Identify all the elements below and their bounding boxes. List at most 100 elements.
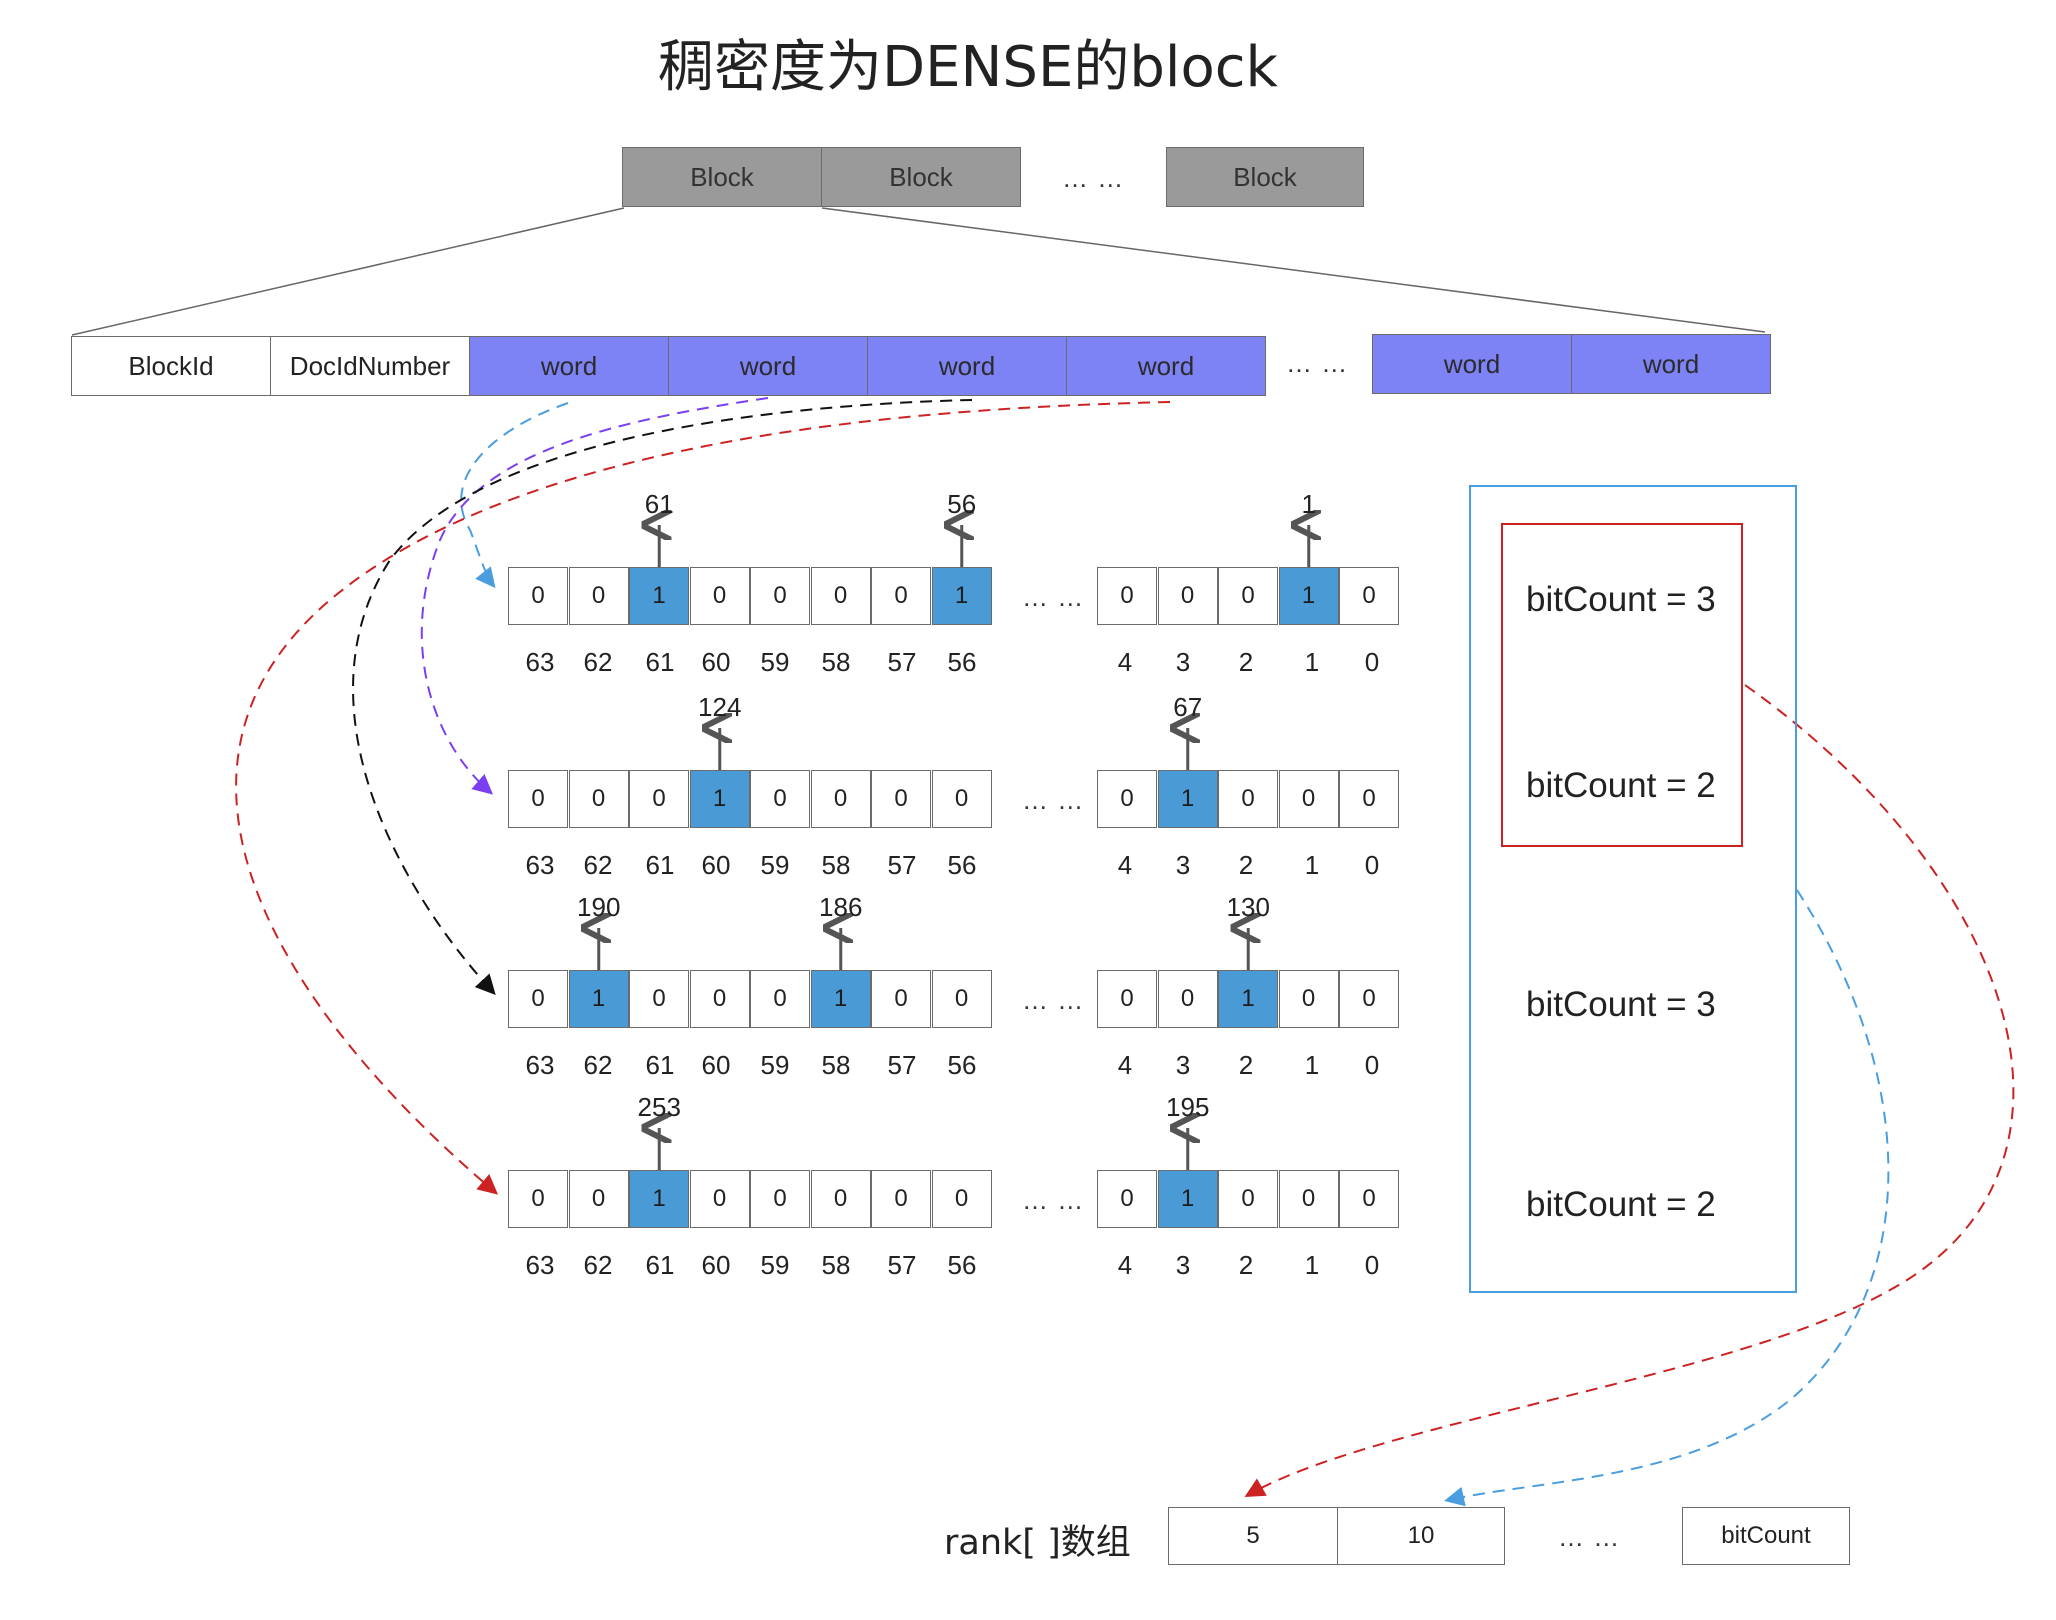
bit-position-label: 57 bbox=[887, 850, 917, 880]
bit-cell: 0 bbox=[1097, 1170, 1157, 1228]
diagram-title: 稠密度为DENSE的block bbox=[658, 35, 1278, 100]
bit-position-label: 60 bbox=[701, 1050, 731, 1080]
bit-position-label: 3 bbox=[1175, 1050, 1191, 1080]
bit-cell: 0 bbox=[689, 970, 750, 1028]
bit-cell: 0 bbox=[1097, 970, 1157, 1028]
bit-position-label: 1 bbox=[1304, 647, 1320, 677]
bit-position-label: 57 bbox=[887, 647, 917, 677]
bit-cell: 0 bbox=[750, 567, 810, 625]
bit-cell: 0 bbox=[810, 770, 871, 828]
bit-position-label: 62 bbox=[583, 647, 613, 677]
block-cell: Block bbox=[1166, 147, 1364, 207]
bit-position-label: 61 bbox=[645, 850, 675, 880]
bit-cell: 0 bbox=[1157, 970, 1218, 1028]
bit-cell: 0 bbox=[1097, 567, 1157, 625]
bit-position-label: 1 bbox=[1304, 1250, 1320, 1280]
bit-position-label: 61 bbox=[645, 1250, 675, 1280]
bit-cell: 0 bbox=[871, 970, 931, 1028]
bit-ellipsis: … … bbox=[1022, 785, 1085, 815]
rank-ellipsis: … … bbox=[1558, 1522, 1621, 1552]
rank-cell-bitcount: bitCount bbox=[1682, 1507, 1850, 1565]
bit-position-label: 61 bbox=[645, 1050, 675, 1080]
bit-ellipsis: … … bbox=[1022, 985, 1085, 1015]
rank-array-label: rank[ ]数组 bbox=[944, 1523, 1131, 1563]
bit-position-label: 2 bbox=[1238, 647, 1254, 677]
zoom-line-left bbox=[71, 207, 625, 336]
bit-position-label: 62 bbox=[583, 1050, 613, 1080]
bitcount-highlight-box bbox=[1501, 523, 1743, 847]
bit-cell: 0 bbox=[689, 1170, 750, 1228]
bit-cell: 0 bbox=[1218, 1170, 1278, 1228]
docidnumber-field: DocIdNumber bbox=[270, 336, 470, 396]
bit-cell: 0 bbox=[1278, 770, 1339, 828]
bit-cell: 0 bbox=[1218, 770, 1278, 828]
bit-position-label: 63 bbox=[525, 850, 555, 880]
word-cell: word bbox=[668, 336, 868, 396]
bit-cell: 0 bbox=[568, 770, 629, 828]
bit-position-label: 56 bbox=[947, 850, 977, 880]
bit-position-label: 59 bbox=[760, 1250, 790, 1280]
bit-position-label: 58 bbox=[821, 850, 851, 880]
block-cell: Block bbox=[821, 147, 1021, 207]
bitcount-blue-to-rank-arrow bbox=[1444, 889, 1890, 1507]
bit-position-label: 0 bbox=[1364, 647, 1380, 677]
docid-value-label: 61 bbox=[644, 489, 674, 519]
bit-cell: 0 bbox=[1218, 567, 1278, 625]
bit-cell: 0 bbox=[1339, 567, 1399, 625]
bit-position-label: 58 bbox=[821, 1050, 851, 1080]
bit-cell: 0 bbox=[1097, 770, 1157, 828]
bit-cell: 0 bbox=[508, 1170, 568, 1228]
bit-cell: 0 bbox=[629, 970, 689, 1028]
bit-cell: 1 bbox=[629, 1170, 689, 1228]
bit-cell: 0 bbox=[508, 567, 568, 625]
bit-position-label: 4 bbox=[1117, 850, 1133, 880]
bit-cell: 1 bbox=[629, 567, 689, 625]
bit-cell: 1 bbox=[1157, 1170, 1218, 1228]
bit-position-label: 62 bbox=[583, 1250, 613, 1280]
bit-position-label: 3 bbox=[1175, 850, 1191, 880]
bit-position-label: 0 bbox=[1364, 850, 1380, 880]
bit-cell: 0 bbox=[1339, 1170, 1399, 1228]
bit-position-label: 57 bbox=[887, 1250, 917, 1280]
bit-cell: 0 bbox=[750, 1170, 810, 1228]
bit-cell: 1 bbox=[1157, 770, 1218, 828]
bitcount-label: bitCount = 2 bbox=[1526, 1185, 1716, 1224]
bitcount-outer-box bbox=[1469, 485, 1797, 1293]
bit-position-label: 58 bbox=[821, 1250, 851, 1280]
bit-cell: 0 bbox=[629, 770, 689, 828]
bit-position-label: 2 bbox=[1238, 850, 1254, 880]
bit-position-label: 61 bbox=[645, 647, 675, 677]
bit-position-label: 1 bbox=[1304, 850, 1320, 880]
bit-cell: 0 bbox=[1157, 567, 1218, 625]
bit-position-label: 60 bbox=[701, 647, 731, 677]
bit-position-label: 0 bbox=[1364, 1250, 1380, 1280]
docid-value-label: 124 bbox=[698, 692, 742, 722]
bit-cell: 0 bbox=[931, 770, 992, 828]
word-cell: word bbox=[1066, 336, 1266, 396]
word-cell: word bbox=[469, 336, 669, 396]
bit-cell: 0 bbox=[1278, 970, 1339, 1028]
bit-position-label: 3 bbox=[1175, 647, 1191, 677]
bit-cell: 1 bbox=[1278, 567, 1339, 625]
docid-value-label: 130 bbox=[1226, 892, 1270, 922]
block-cell: Block bbox=[622, 147, 822, 207]
bit-position-label: 63 bbox=[525, 647, 555, 677]
bit-position-label: 3 bbox=[1175, 1250, 1191, 1280]
bit-position-label: 60 bbox=[701, 850, 731, 880]
bit-position-label: 62 bbox=[583, 850, 613, 880]
bit-cell: 1 bbox=[689, 770, 750, 828]
bitcount-label: bitCount = 3 bbox=[1526, 580, 1716, 619]
bit-position-label: 59 bbox=[760, 850, 790, 880]
bit-cell: 0 bbox=[810, 567, 871, 625]
bit-position-label: 56 bbox=[947, 1050, 977, 1080]
docid-value-label: 253 bbox=[637, 1092, 681, 1122]
bit-cell: 0 bbox=[750, 770, 810, 828]
bit-position-label: 59 bbox=[760, 647, 790, 677]
bit-cell: 0 bbox=[810, 1170, 871, 1228]
zoom-line-right bbox=[821, 207, 1766, 333]
word-cell: word bbox=[867, 336, 1067, 396]
bitcount-label: bitCount = 2 bbox=[1526, 766, 1716, 805]
bit-position-label: 4 bbox=[1117, 1250, 1133, 1280]
docid-value-label: 1 bbox=[1301, 489, 1316, 519]
